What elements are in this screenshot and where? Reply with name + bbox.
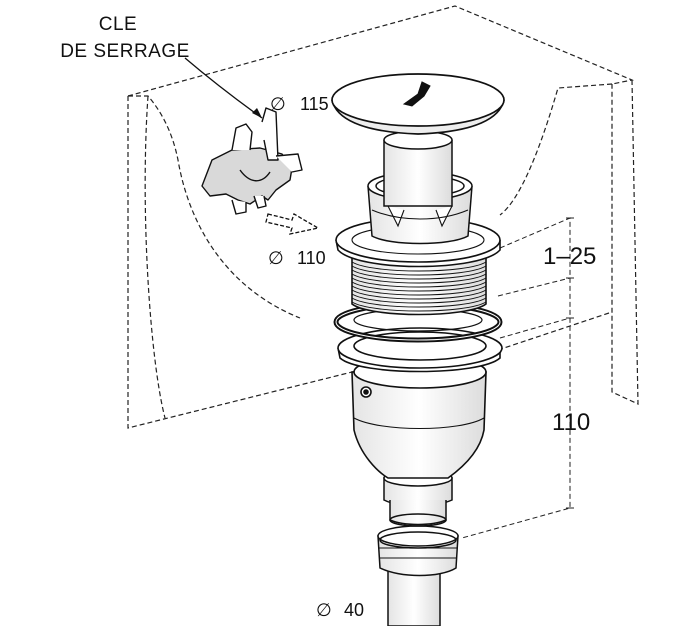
- dimension-ticks: [566, 217, 574, 509]
- flange-diameter-label: ∅ 110: [268, 248, 326, 268]
- drain-body: [351, 355, 487, 479]
- key-leader-line: [184, 57, 263, 119]
- basin-outline: [127, 5, 639, 429]
- outlet-diameter-label: ∅ 40: [316, 600, 364, 620]
- plug-stem: [383, 130, 453, 207]
- cover-diameter-value: 115: [300, 94, 329, 114]
- leader-arrow-head: [252, 108, 262, 118]
- cover-cap: [331, 73, 505, 135]
- threaded-sleeve: [351, 257, 487, 316]
- compression-nut: [377, 525, 459, 577]
- key-label-line2: DE SERRAGE: [60, 41, 190, 62]
- thickness-range-dimension: 1–25: [543, 243, 596, 270]
- dimension-guides: [461, 217, 571, 539]
- outlet-pipe: [387, 568, 441, 627]
- flange-diameter-value: 110: [297, 248, 326, 268]
- cover-diameter-label: ∅ 115: [270, 94, 329, 114]
- clamping-key: [201, 107, 303, 215]
- diameter-symbol-flange: ∅: [268, 248, 284, 268]
- outlet-diameter-value: 40: [344, 600, 364, 620]
- direction-arrow: [265, 213, 320, 235]
- diameter-symbol-outlet: ∅: [316, 600, 332, 620]
- diameter-symbol-cover: ∅: [270, 94, 286, 114]
- body-height-dimension: 110: [552, 409, 590, 436]
- key-label-line1: CLE: [99, 14, 137, 35]
